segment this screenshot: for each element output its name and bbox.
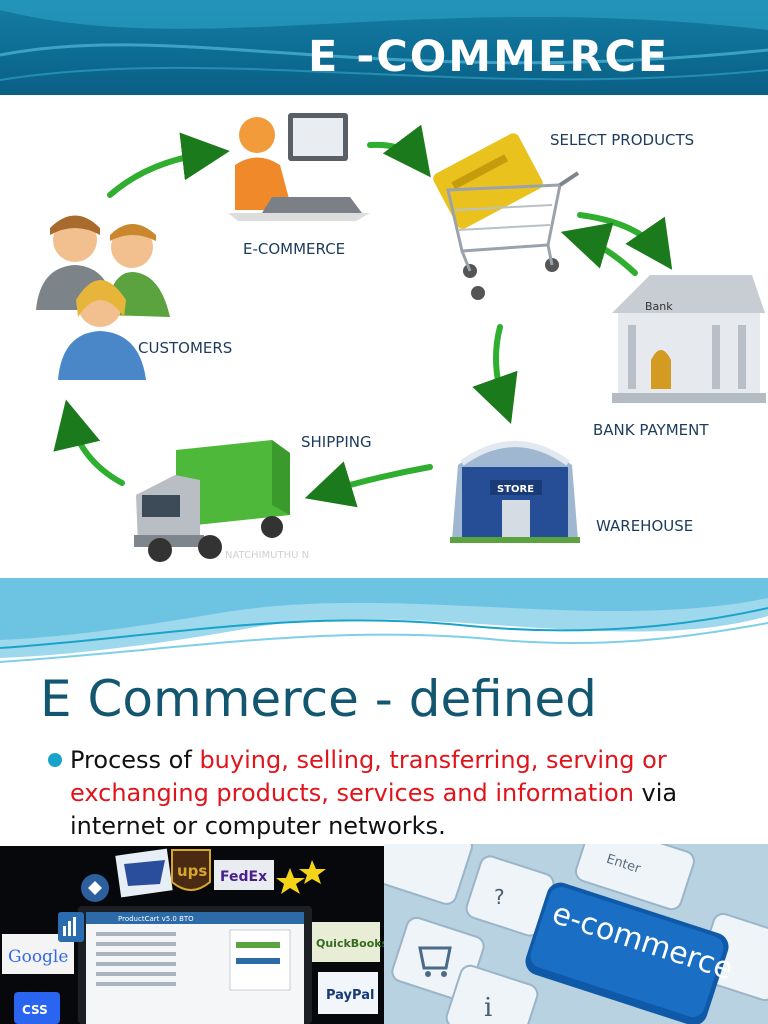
label-warehouse: WAREHOUSE (596, 517, 693, 535)
css-logo-text: CSS (22, 1003, 48, 1017)
arrow-products-to-bank (577, 212, 673, 270)
label-select-products: SELECT PRODUCTS (550, 131, 694, 149)
key-question-glyph: ? (494, 885, 505, 909)
label-bank-payment: BANK PAYMENT (593, 421, 709, 439)
slide-ecommerce-cycle: E -COMMERCE E-COMMERCE (0, 0, 768, 562)
label-customers: CUSTOMERS (138, 339, 232, 357)
slide2-title: E Commerce - defined (40, 670, 597, 728)
label-ecommerce: E-COMMERCE (243, 240, 345, 258)
flow-arrows (53, 124, 673, 508)
keyboard-illustration: Enter ? i e-commerce (384, 844, 768, 1024)
ecommerce-cycle-diagram: E-COMMERCE SELECT PRODUCTS CUSTOMERS (36, 113, 766, 562)
store-sign: STORE (497, 484, 534, 495)
bank-sign: Bank (645, 300, 673, 313)
arrow-shipping-to-customers (53, 399, 125, 486)
ecommerce-keyboard-image: Enter ? i e-commerce (384, 844, 768, 1024)
delivery-truck-icon (134, 440, 290, 562)
arrow-warehouse-to-shipping (304, 461, 433, 508)
definition-bullet: Process of buying, selling, transferring… (48, 744, 748, 843)
definition-lead: Process of (70, 746, 200, 774)
definition-tail: via internet or computer (70, 779, 678, 840)
person-laptop-icon (228, 113, 370, 221)
ecommerce-logos-image: ups FedEx ProductCart v5.0 BTO (0, 846, 384, 1024)
quickbooks-logo-text: QuickBooks (316, 937, 384, 950)
arrow-customers-to-ecommerce (107, 132, 230, 198)
arrow-ecommerce-to-products (367, 124, 431, 178)
definition-text: Process of buying, selling, transferring… (48, 744, 748, 843)
watermark-text: NATCHIMUTHU N (225, 550, 309, 561)
label-shipping: SHIPPING (301, 433, 372, 451)
bullet-dot (48, 753, 62, 767)
productcart-title: ProductCart v5.0 BTO (118, 915, 194, 923)
shopping-cart-icon (433, 133, 580, 300)
definition-highlight-1: buying, selling, transferring, (199, 746, 539, 774)
warehouse-store-icon: STORE (450, 441, 580, 543)
paypal-logo-text: PayPal (326, 988, 374, 1003)
slide-ecommerce-defined: E Commerce - defined Process of buying, … (0, 578, 768, 1024)
bank-building-icon: Bank (612, 275, 766, 403)
slide1-title: E -COMMERCE (308, 32, 670, 82)
key-i-glyph: i (484, 993, 492, 1023)
arrow-products-to-warehouse (472, 324, 518, 424)
cart-key-icon (418, 946, 452, 970)
definition-highlight-3: information (495, 779, 634, 807)
arrow-bank-to-products (560, 222, 638, 276)
header-wave-decoration (0, 0, 768, 81)
customers-group-icon (36, 215, 170, 380)
slide1-header: E -COMMERCE (0, 0, 768, 95)
fedex-logo-text: FedEx (220, 869, 267, 885)
slide2-wave-header (0, 578, 768, 668)
definition-end: networks. (328, 812, 446, 840)
definition-highlight-2: serving or exchanging products, services… (70, 746, 667, 807)
google-logo-text: Google (8, 947, 68, 967)
ups-logo-text: ups (177, 862, 207, 880)
logos-collage: ups FedEx ProductCart v5.0 BTO (0, 846, 384, 1024)
